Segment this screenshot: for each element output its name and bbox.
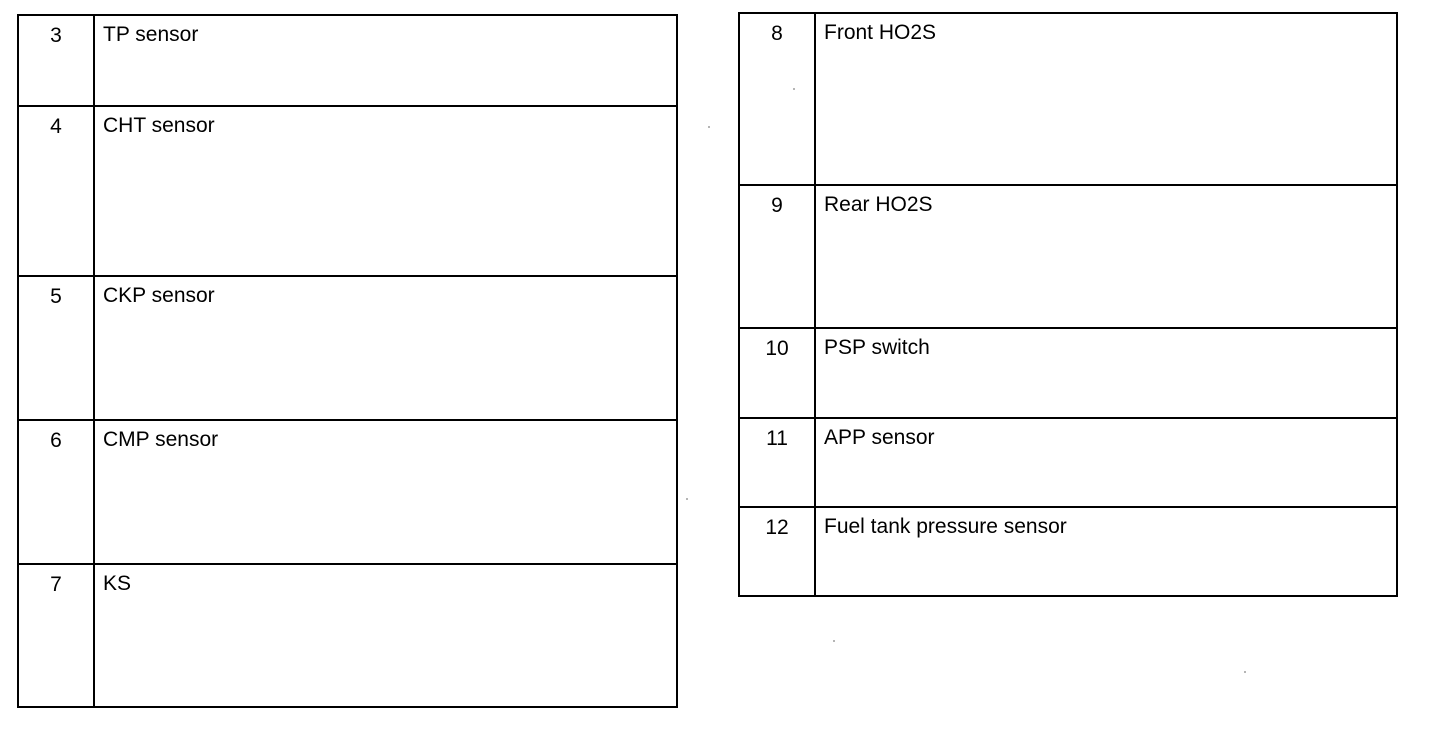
row-label: CKP sensor xyxy=(103,284,215,307)
row-number: 7 xyxy=(19,565,95,706)
table-row: 11 APP sensor xyxy=(740,419,1396,508)
row-number: 10 xyxy=(740,329,816,417)
row-label: APP sensor xyxy=(824,426,935,449)
table-row: 5 CKP sensor xyxy=(19,277,676,421)
table-row: 6 CMP sensor xyxy=(19,421,676,565)
row-number: 11 xyxy=(740,419,816,506)
table-row: 12 Fuel tank pressure sensor xyxy=(740,508,1396,595)
right-sensor-table: 8 Front HO2S 9 Rear HO2S 10 PSP switch 1… xyxy=(738,12,1398,597)
table-row: 3 TP sensor xyxy=(19,16,676,107)
table-row: 4 CHT sensor xyxy=(19,107,676,277)
table-row: 7 KS xyxy=(19,565,676,706)
row-number: 8 xyxy=(740,14,816,184)
scan-speck xyxy=(1244,671,1246,673)
row-number: 12 xyxy=(740,508,816,595)
row-label: CMP sensor xyxy=(103,428,219,451)
row-number: 5 xyxy=(19,277,95,419)
row-number: 6 xyxy=(19,421,95,563)
row-label: CHT sensor xyxy=(103,114,215,137)
row-number: 4 xyxy=(19,107,95,275)
row-label: Fuel tank pressure sensor xyxy=(824,515,1067,538)
scan-speck xyxy=(686,498,688,500)
row-number: 9 xyxy=(740,186,816,327)
row-label: Rear HO2S xyxy=(824,193,933,216)
scan-speck xyxy=(793,88,795,90)
scan-speck xyxy=(833,640,835,642)
row-label: PSP switch xyxy=(824,336,930,359)
table-row: 10 PSP switch xyxy=(740,329,1396,419)
row-number: 3 xyxy=(19,16,95,105)
row-label: KS xyxy=(103,572,132,595)
left-sensor-table: 3 TP sensor 4 CHT sensor 5 CKP sensor 6 … xyxy=(17,14,678,708)
row-label: TP sensor xyxy=(103,23,199,46)
scan-speck xyxy=(708,126,710,128)
table-row: 9 Rear HO2S xyxy=(740,186,1396,329)
table-row: 8 Front HO2S xyxy=(740,14,1396,186)
row-label: Front HO2S xyxy=(824,21,937,44)
